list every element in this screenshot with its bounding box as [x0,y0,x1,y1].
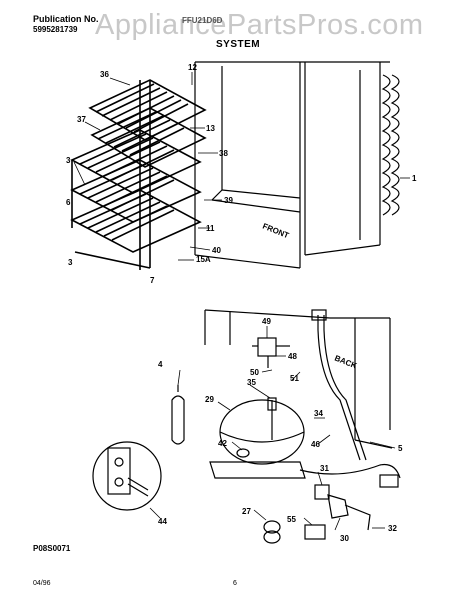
callout: 13 [206,124,215,133]
callout: 46 [311,440,320,449]
callout: 11 [206,224,215,233]
callout: 48 [288,352,297,361]
callout: 37 [77,115,86,124]
callout-numbers: 12 36 37 13 3 38 39 6 11 40 15A 3 7 1 49… [66,63,417,543]
callout: 35 [247,378,256,387]
callout: 3 [68,258,73,267]
power-cord [299,463,401,488]
outlet-inset [92,441,162,511]
front-label: FRONT [261,222,290,241]
callout: 29 [205,395,214,404]
callout: 44 [158,517,167,526]
callout: 42 [218,439,227,448]
callout: 34 [314,409,323,418]
callout: 36 [100,70,109,79]
callout: 15A [196,255,211,264]
callout: 30 [340,534,349,543]
page-title: SYSTEM [216,39,261,50]
callout: 7 [150,276,155,285]
publication-number: 5995281739 [33,25,78,34]
callout: 49 [262,317,271,326]
watermark: AppliancePartsPros.com [95,9,424,41]
callout: 39 [224,196,233,205]
callout: 27 [242,507,251,516]
callout: 6 [66,198,71,207]
callout: 4 [158,360,163,369]
callout: 12 [188,63,197,72]
callout: 50 [250,368,259,377]
callout: 51 [290,374,299,383]
callout: 40 [212,246,221,255]
callout: 31 [320,464,329,473]
callout: 3 [66,156,71,165]
callout: 38 [219,149,228,158]
machine-compartment [204,309,393,449]
figure-code: P08S0071 [33,544,71,553]
callout: 32 [388,524,397,533]
filter-drier [171,385,185,445]
publication-label: Publication No. [33,14,99,24]
callout: 55 [287,515,296,524]
relay-parts [263,484,371,544]
leader-lines [73,72,410,531]
model-number: FFU21D6D [182,16,223,25]
footer-date: 04/96 [33,580,51,587]
page-number: 6 [233,580,237,587]
callout: 1 [412,174,417,183]
compressor [209,397,306,479]
cabinet-outline [194,61,390,269]
valve-assembly [252,309,367,461]
wire-shelves [70,79,207,270]
callout: 5 [398,444,403,453]
evaporator-coil [381,74,400,216]
